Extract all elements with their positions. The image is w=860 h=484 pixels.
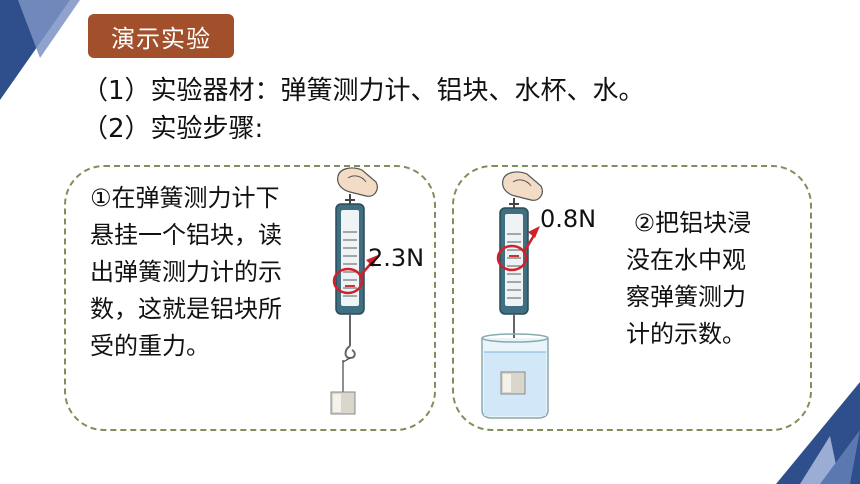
- step1-line: ①在弹簧测力计下: [90, 184, 280, 212]
- reading-highlight: [332, 267, 364, 295]
- step2-text: ②把铝块浸 没在水中观 察弹簧测力 计的示数。: [626, 205, 786, 353]
- hand-icon: [337, 167, 378, 197]
- step1-line: 数，这就是铝块所: [90, 295, 282, 323]
- step2-box: [452, 165, 812, 431]
- step2-line: 察弹簧测力: [626, 283, 746, 311]
- hand-icon: [502, 171, 543, 201]
- spring-scale-icon: [499, 198, 529, 372]
- step1-line: 受的重力。: [90, 332, 210, 360]
- step2-line: 没在水中观: [626, 246, 746, 274]
- step1-text: ①在弹簧测力计下 悬挂一个铝块，读 出弹簧测力计的示 数，这就是铝块所 受的重力…: [90, 180, 322, 365]
- step2-line: ②把铝块浸: [626, 209, 752, 237]
- reading-highlight: [496, 244, 528, 272]
- aluminum-block-icon: [330, 391, 356, 415]
- step1-reading: 2.3N: [368, 244, 425, 272]
- step1-line: 悬挂一个铝块，读: [90, 221, 282, 249]
- arrow-icon: [359, 255, 378, 277]
- arrow-icon: [522, 226, 540, 253]
- step2-line: 计的示数。: [626, 320, 746, 348]
- spring-scale-icon: [335, 194, 365, 392]
- step1-line: 出弹簧测力计的示: [90, 258, 282, 286]
- section-title-tag: 演示实验: [88, 14, 234, 58]
- steps-line: （2）实验步骤:: [82, 114, 264, 144]
- step2-reading: 0.8N: [540, 205, 597, 233]
- water-beaker-icon: [481, 333, 549, 419]
- materials-line: （1）实验器材：弹簧测力计、铝块、水杯、水。: [82, 76, 645, 106]
- step1-box: [64, 165, 436, 431]
